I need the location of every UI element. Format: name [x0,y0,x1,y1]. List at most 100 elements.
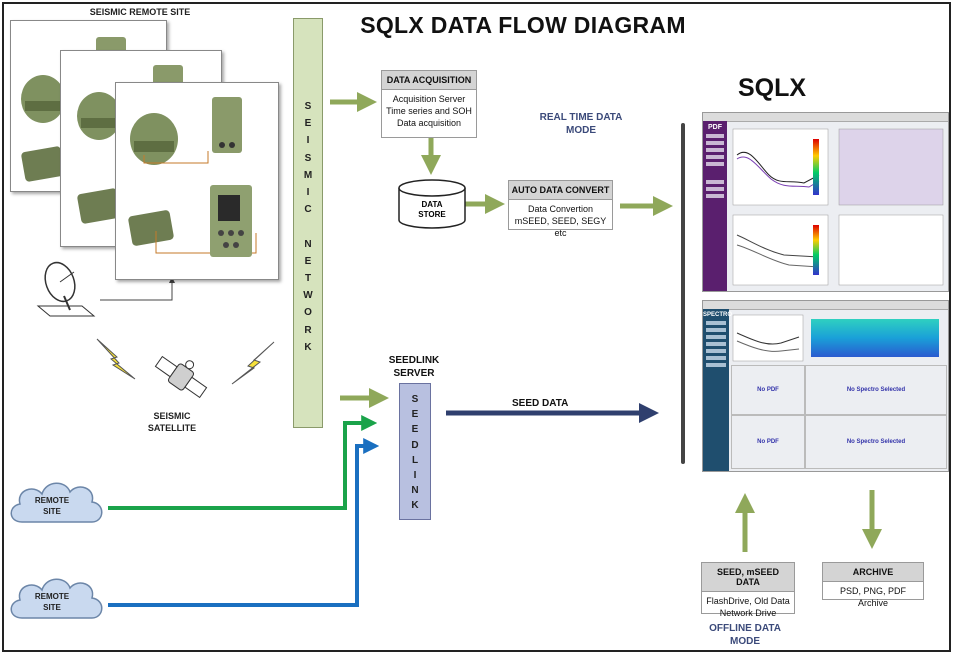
auto-data-convert-box: AUTO DATA CONVERT Data Convertion mSEED,… [508,180,613,238]
offline-data-header: SEED, mSEED DATA [702,563,794,592]
lightning-icon [96,338,136,380]
cloud-icon [10,578,103,619]
network-letter: E [304,255,312,267]
offline-mode-line: OFFLINE DATA [709,623,781,634]
screenshot-sidebar: SPECTRO [703,309,733,471]
data-acquisition-line: Acquisition Server [392,94,466,104]
empty-spectro-label: No Spectro Selected [805,415,947,469]
site-card-3 [115,82,279,280]
network-letter: N [304,238,312,250]
data-store-label: DATA STORE [397,200,467,220]
data-acquisition-line: Data acquisition [396,118,462,128]
empty-pdf-label: No PDF [731,415,805,469]
digitizer-icon [153,65,183,87]
screenshot-plots [732,128,944,286]
archive-header: ARCHIVE [823,563,923,582]
seedlink-server-label: SEEDLINK SERVER [374,354,454,380]
auto-data-convert-line: Data Convertion [527,204,594,214]
network-letter: I [306,135,310,147]
remote-site-line: REMOTE [34,496,70,505]
cloud-icon [10,482,103,523]
digitizer-icon [21,146,65,182]
seedlink-server-line: SEEDLINK [388,355,440,366]
line-remote-site-1 [108,415,378,510]
data-store-cylinder [398,179,466,229]
empty-pdf-label: No PDF [731,365,805,415]
auto-data-convert-header: AUTO DATA CONVERT [509,181,612,200]
real-time-mode-line: REAL TIME DATA [539,112,623,123]
diagram-frame [2,2,951,652]
line-remote-site-2 [108,438,380,607]
network-letter: I [306,187,310,198]
seismometer-dome-icon [21,75,65,123]
seismometer-dome-icon [77,92,121,140]
network-letter: O [304,307,312,319]
remote-site-2-label: REMOTE SITE [22,591,82,613]
satellite-label: SEISMIC SATELLITE [147,411,197,433]
seed-data-label: SEED DATA [512,398,569,409]
offline-data-line: FlashDrive, Old Data [706,596,790,606]
digitizer-icon [210,185,252,257]
remote-site-label: SEISMIC REMOTE SITE [89,7,191,17]
real-time-mode-line: MODE [566,125,596,136]
seedlink-letter: L [411,454,419,466]
network-letter: T [304,273,312,284]
network-letter: M [303,169,313,181]
seedlink-letter: N [411,485,419,497]
lightning-icon [231,341,275,385]
offline-data-box: SEED, mSEED DATA FlashDrive, Old Data Ne… [701,562,795,618]
seedlink-letter: S [411,394,419,405]
seedlink-server-line: SERVER [393,368,435,379]
remote-site-1-label: REMOTE SITE [22,495,82,517]
remote-site-line: REMOTE [34,592,70,601]
remote-site-line: SITE [43,507,61,516]
network-letter: E [304,118,312,130]
satellite-dish-icon [36,261,96,317]
empty-spectro-label: No Spectro Selected [805,365,947,415]
data-acquisition-header: DATA ACQUISITION [382,71,476,90]
real-time-mode-label: REAL TIME DATA MODE [525,111,637,137]
screenshot-spectro-plots [732,314,939,362]
seismometer-dome-icon [130,113,209,165]
sidebar-title: PDF [708,124,722,131]
digitizer-icon [128,210,257,254]
network-letter: C [304,204,312,216]
seedlink-letter: K [411,500,419,512]
site-card-2-art [77,65,183,224]
offline-mode-label: OFFLINE DATA MODE [697,622,793,648]
site-card-1-art [21,37,126,182]
screenshot-titlebar [703,301,948,310]
seedlink-letter: D [411,439,419,451]
sqlx-screenshot-spectro: SPECTRO No PDF No Spectro Selected No PD… [702,300,949,472]
digitizer-icon [77,188,121,224]
auto-data-convert-line: mSEED, SEED, SEGY etc [514,216,607,238]
satellite-icon [154,355,208,399]
remote-site-line: SITE [43,603,61,612]
data-acquisition-line: Time series and SOH [386,106,472,116]
archive-box: ARCHIVE PSD, PNG, PDF Archive [822,562,924,608]
screenshot-titlebar [703,113,948,122]
offline-data-line: Network Drive [719,608,777,618]
archive-line: PSD, PNG, PDF Archive [839,586,906,608]
sqlx-screenshot-pdf: PDF [702,112,949,292]
sidebar-title: SPECTRO [703,312,733,318]
network-letter: S [304,101,312,112]
site-card-3-art [128,97,257,257]
line-dish-to-card [100,280,173,301]
network-letter: W [303,290,313,302]
seedlink-letter: E [411,409,419,421]
network-letter: K [304,341,312,353]
offline-mode-line: MODE [730,636,760,647]
data-store-line: DATA [421,200,443,209]
digitizer-icon [212,97,242,153]
seedlink-letter: E [411,424,419,436]
diagram-title: SQLX DATA FLOW DIAGRAM [360,12,686,38]
data-acquisition-box: DATA ACQUISITION Acquisition Server Time… [381,70,477,138]
seedlink-letter: I [413,470,417,481]
screenshot-sidebar: PDF [703,121,727,291]
sqlx-label: SQLX [738,74,807,102]
data-store-line: STORE [418,210,446,219]
